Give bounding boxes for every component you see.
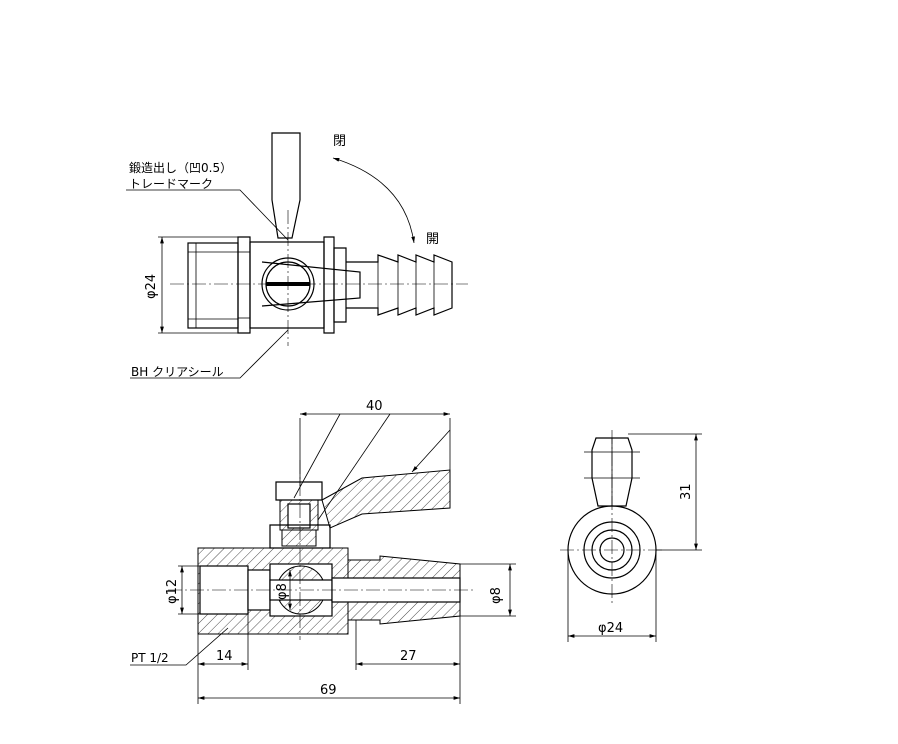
- closed-label: 閉: [333, 134, 346, 149]
- clear-seal-note: BH クリアシール: [131, 365, 224, 379]
- dim-phi8-inner: φ8: [275, 583, 290, 600]
- side-view-labels: 31 φ24: [598, 483, 694, 636]
- dim-31: 31: [679, 483, 694, 500]
- top-view: [126, 132, 468, 379]
- dim-phi24-side: φ24: [598, 621, 623, 636]
- dim-phi8-outer: φ8: [489, 587, 504, 604]
- front-view-labels: 40 φ12 φ8 φ8 14 27 69 PT 1/2: [131, 399, 504, 698]
- forging-note: 鍛造出し（凹0.5）: [129, 161, 232, 175]
- dim-40: 40: [366, 399, 383, 414]
- dim-14: 14: [216, 649, 233, 664]
- trademark-note: トレードマーク: [129, 177, 213, 191]
- dim-phi12: φ12: [165, 579, 180, 604]
- dim-69: 69: [320, 683, 337, 698]
- dim-phi24-top: φ24: [144, 274, 159, 299]
- front-view: [130, 412, 516, 704]
- dim-27: 27: [400, 649, 417, 664]
- side-view: [560, 430, 702, 642]
- open-label: 開: [426, 232, 439, 247]
- top-view-labels: 鍛造出し（凹0.5） トレードマーク BH クリアシール 閉 開 φ24: [129, 134, 439, 379]
- thread-note: PT 1/2: [131, 651, 169, 665]
